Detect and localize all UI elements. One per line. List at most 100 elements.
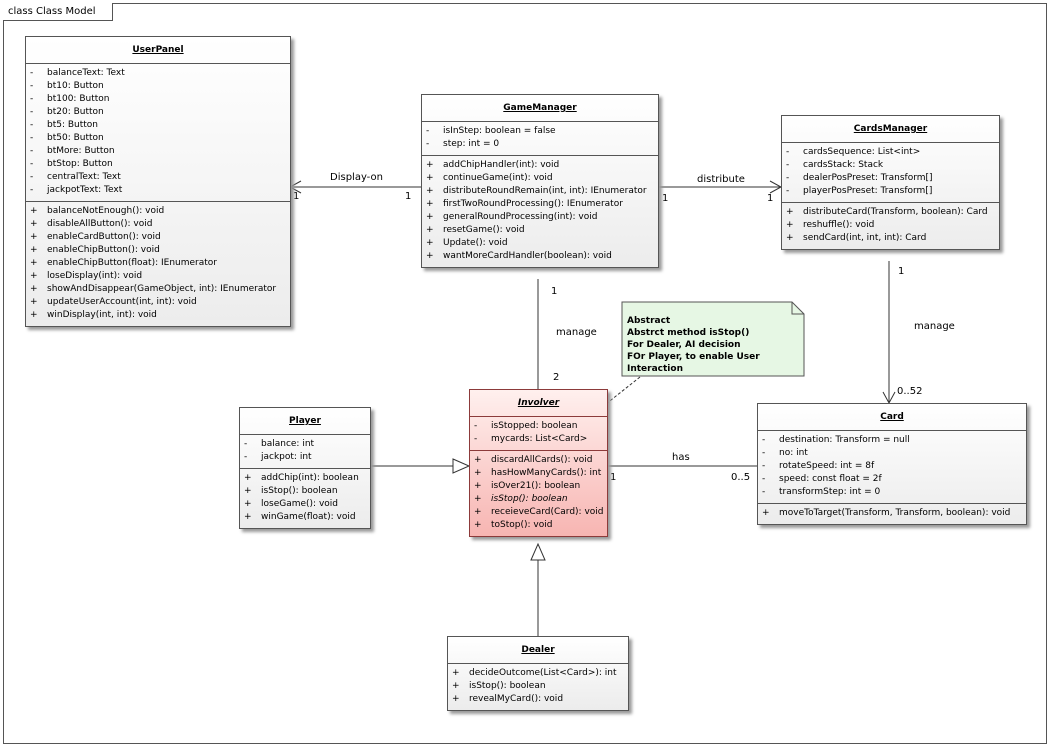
visibility-marker: +: [426, 251, 434, 261]
operation-text: isOver21(): boolean: [491, 481, 581, 491]
attribute-text: playerPosPreset: Transform[]: [803, 186, 933, 196]
visibility-marker: +: [426, 186, 434, 196]
attribute-text: bt50: Button: [47, 133, 104, 143]
operation: + winDisplay(int, int): void: [30, 309, 286, 322]
operation-text: showAndDisappear(GameObject, int): IEnum…: [47, 284, 277, 294]
operation-compartment: + addChipHandler(int): void + continueGame(…: [422, 156, 658, 267]
visibility-marker: -: [30, 94, 34, 104]
visibility-marker: +: [474, 494, 482, 504]
operation-text: hasHowManyCards(): int: [491, 468, 602, 478]
operation-text: distributeCard(Transform, boolean): Card: [803, 207, 988, 217]
operation-text: distributeRoundRemain(int, int): IEnumer…: [443, 186, 647, 196]
visibility-marker: -: [474, 434, 478, 444]
visibility-marker: -: [30, 172, 34, 182]
operation-compartment: +moveToTarget(Transform, Transform, bool…: [758, 504, 1026, 524]
visibility-marker: +: [786, 207, 794, 217]
attribute-compartment: -cardsSequence: List<int>-cardsStack: St…: [782, 143, 999, 203]
operation: + enableChipButton(): void: [30, 244, 286, 257]
visibility-marker: +: [474, 481, 482, 491]
attribute: -centralText: Text: [30, 171, 286, 184]
operation-text: loseDisplay(int): void: [47, 271, 143, 281]
attribute-text: btMore: Button: [47, 146, 115, 156]
operation: +decideOutcome(List<Card>): int: [452, 667, 624, 680]
class-card[interactable]: Card-destination: Transform = null-no: i…: [757, 403, 1027, 525]
class-userpanel[interactable]: UserPanel-balanceText: Text-bt10: Button…: [25, 36, 291, 327]
visibility-marker: +: [426, 225, 434, 235]
attribute-text: bt20: Button: [47, 107, 104, 117]
attribute-compartment: -isInStep: boolean = false-step: int = 0: [422, 122, 658, 156]
visibility-marker: +: [244, 499, 252, 509]
attribute: -destination: Transform = null: [762, 434, 1022, 447]
visibility-marker: +: [426, 173, 434, 183]
mult-display-on-source: 1: [405, 191, 412, 202]
attribute-text: bt100: Button: [47, 94, 110, 104]
attribute-text: cardsSequence: List<int>: [803, 147, 921, 157]
note-line: Abstrct method isStop(): [627, 328, 750, 338]
visibility-marker: +: [244, 486, 252, 496]
visibility-marker: +: [30, 310, 38, 320]
generalization-arrow-player: [452, 458, 471, 474]
operation: +loseDisplay(int): void: [30, 270, 286, 283]
operation-text: isStop(): boolean: [491, 494, 568, 504]
visibility-marker: -: [30, 68, 34, 78]
mult-has-target: 0..5: [731, 472, 751, 483]
visibility-marker: -: [244, 439, 248, 449]
visibility-marker: -: [762, 487, 766, 497]
class-gamemanager[interactable]: GameManager-isInStep: boolean = false-st…: [421, 94, 659, 268]
attribute-text: transformStep: int = 0: [779, 487, 881, 497]
visibility-marker: +: [30, 284, 38, 294]
attribute-text: balance: int: [261, 439, 315, 449]
operation-text: winDisplay(int, int): void: [47, 310, 157, 320]
visibility-marker: +: [30, 232, 38, 242]
visibility-marker: -: [762, 448, 766, 458]
operation-text: enableChipButton(): void: [47, 245, 160, 255]
class-involver[interactable]: Involver-isStopped: boolean-mycards: Lis…: [469, 389, 608, 537]
class-dealer[interactable]: Dealer +decideOutcome(List<Card>): int+is…: [447, 636, 629, 711]
class-cardsmanager[interactable]: CardsManager-cardsSequence: List<int>-ca…: [781, 115, 1000, 250]
visibility-marker: +: [244, 473, 252, 483]
attribute: - bt100: Button: [30, 93, 286, 106]
operation: + continueGame(int): void: [426, 172, 654, 185]
note-anchor: [605, 376, 641, 405]
operation-text: continueGame(int): void: [443, 173, 553, 183]
class-name: Dealer: [448, 637, 628, 664]
operation: + isStop(): boolean: [474, 493, 603, 506]
operation-compartment: +addChip(int): boolean+isStop(): boolean…: [240, 469, 370, 528]
operation-text: toStop(): void: [491, 520, 553, 530]
visibility-marker: -: [426, 126, 430, 136]
operation: +generalRoundProcessing(int): void: [426, 211, 654, 224]
operation-text: addChipHandler(int): void: [443, 160, 560, 170]
operation-compartment: + distributeCard(Transform, boolean): Car…: [782, 203, 999, 249]
attribute-text: jackpot: int: [261, 452, 312, 462]
visibility-marker: -: [30, 81, 34, 91]
attribute: -speed: const float = 2f: [762, 473, 1022, 486]
attribute-compartment: -balanceText: Text-bt10: Button-bt100: B…: [26, 64, 290, 202]
visibility-marker: +: [474, 507, 482, 517]
visibility-marker: +: [30, 245, 38, 255]
class-player[interactable]: Player-balance: int-jackpot: int+addChip…: [239, 407, 371, 529]
class-name: Involver: [470, 390, 607, 417]
visibility-marker: +: [30, 297, 38, 307]
attribute-text: no: int: [779, 448, 808, 458]
attribute-text: balanceText: Text: [47, 68, 125, 78]
attribute: - balanceText: Text: [30, 67, 286, 80]
mult-manage-involver-source: 1: [551, 286, 558, 297]
label-manage-involver: manage: [556, 327, 597, 338]
operation-text: updateUserAccount(int, int): void: [47, 297, 197, 307]
attribute-text: bt5: Button: [47, 120, 99, 130]
attribute-text: speed: const float = 2f: [779, 474, 882, 484]
visibility-marker: -: [30, 159, 34, 169]
attribute: -jackpotText: Text: [30, 184, 286, 197]
operation: +wantMoreCardHandler(boolean): void: [426, 250, 654, 263]
attribute-text: cardsStack: Stack: [803, 160, 884, 170]
operation-text: sendCard(int, int, int): Card: [803, 233, 927, 243]
visibility-marker: -: [786, 160, 790, 170]
operation-text: revealMyCard(): void: [469, 694, 564, 704]
attribute-compartment: -isStopped: boolean-mycards: List<Card>: [470, 417, 607, 451]
operation: +discardAllCards(): void: [474, 454, 603, 467]
note: Abstract Abstrct method isStop() For Dea…: [622, 302, 804, 376]
attribute: -isStopped: boolean: [474, 420, 603, 433]
operation: +isStop(): boolean: [452, 680, 624, 693]
generalization-arrow-dealer: [530, 542, 546, 561]
label-distribute: distribute: [697, 174, 745, 185]
